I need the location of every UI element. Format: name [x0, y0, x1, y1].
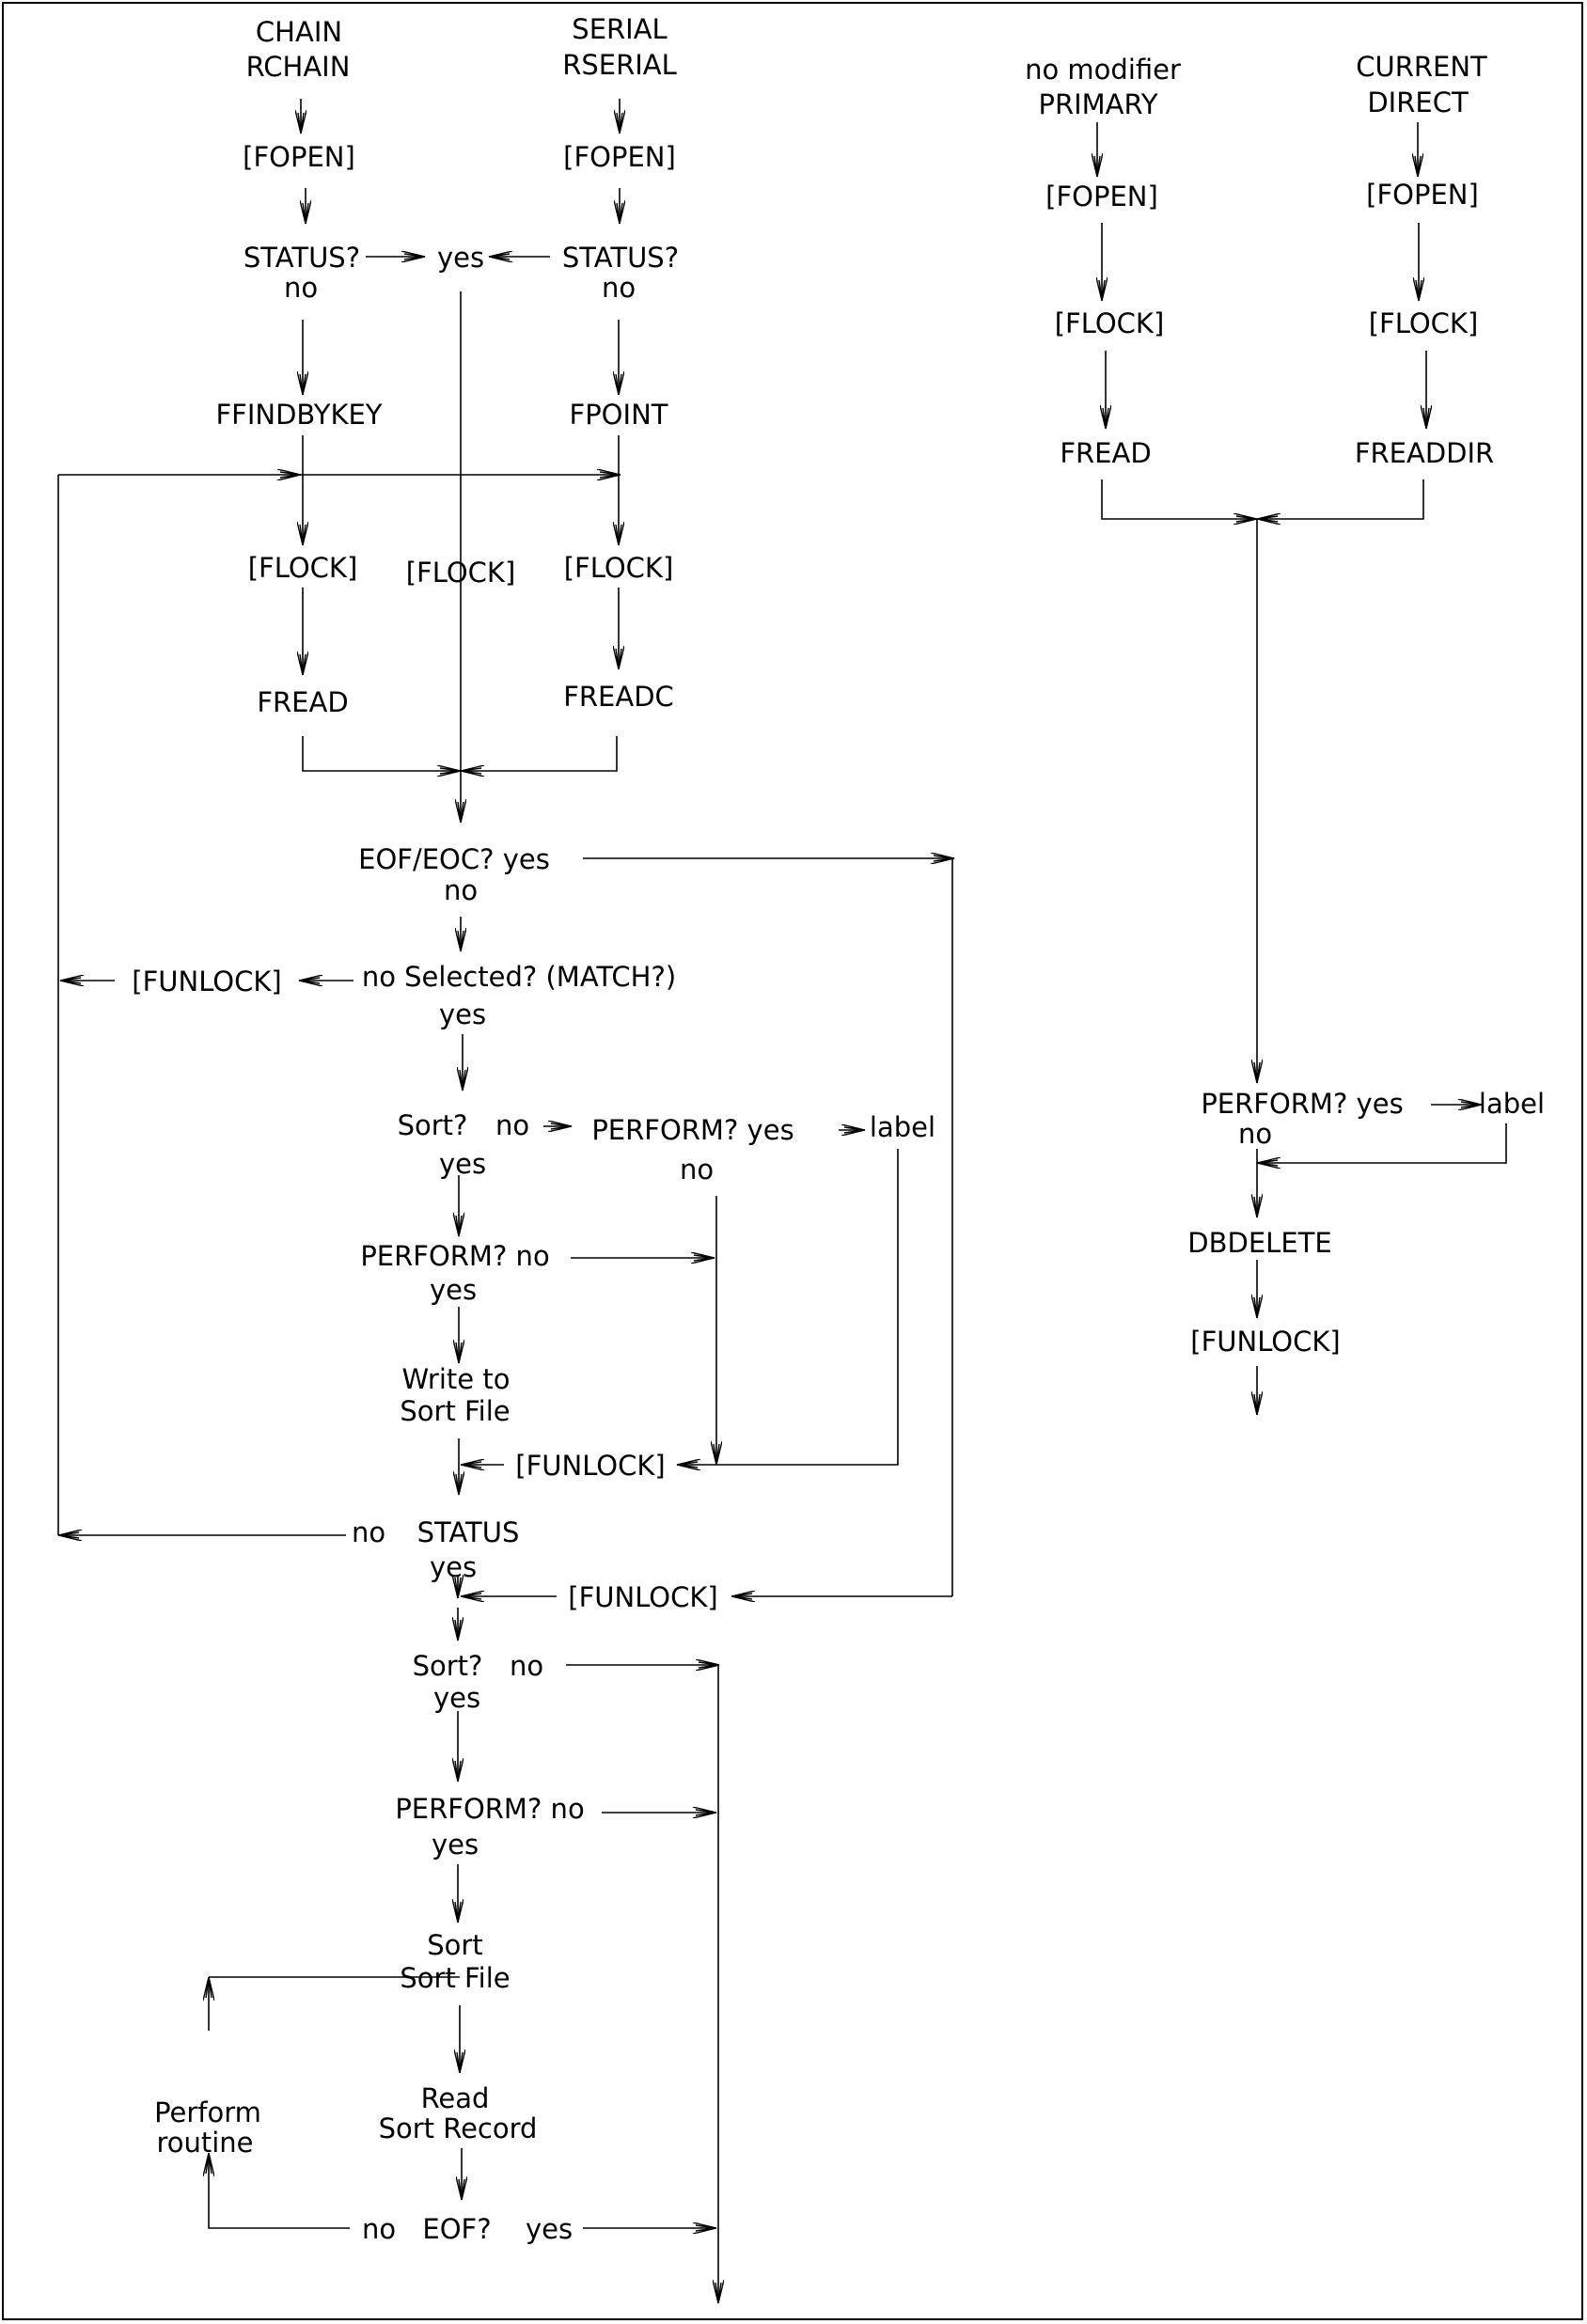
sort-decision-2: Sort? [412, 1650, 483, 1682]
selected-yes-label: yes [438, 998, 487, 1030]
sort-record-label: Sort Record [378, 2112, 538, 2144]
perform-right-no-label: no [1237, 1118, 1273, 1150]
status-serial-node: STATUS? [561, 242, 680, 274]
funlock-right-node: [FUNLOCK] [1190, 1326, 1341, 1358]
ffindbykey-node: FFINDBYKEY [215, 399, 383, 431]
sort-2-no-label: no [509, 1650, 544, 1682]
funlock-unselected-node: [FUNLOCK] [132, 966, 282, 997]
status-loop-yes-label: yes [429, 1551, 478, 1583]
eof-yes-label: yes [525, 2213, 574, 2245]
primary-label: PRIMARY [1038, 88, 1158, 120]
sort-2-yes-label: yes [432, 1682, 481, 1714]
no-modifier-label: no modifier [1025, 54, 1181, 86]
status-chain-node: STATUS? [243, 242, 361, 274]
fopen-chain-node: [FOPEN] [243, 141, 355, 173]
serial-label: SERIAL [572, 13, 668, 45]
connector [1257, 1123, 1507, 1163]
flock-direct-node: [FLOCK] [1368, 307, 1479, 339]
rchain-label: RCHAIN [245, 51, 351, 83]
flock-primary-node: [FLOCK] [1054, 307, 1165, 339]
status-serial-no-label: no [601, 272, 636, 304]
status-yes-label: yes [436, 242, 485, 274]
chain-label: CHAIN [255, 16, 343, 48]
flock-chain-node: [FLOCK] [247, 552, 358, 584]
sort-file-label: Sort File [400, 1962, 511, 1994]
sort-1-no-label: no [495, 1109, 530, 1141]
status-chain-no-label: no [283, 272, 319, 304]
label-node-2: label [1478, 1088, 1546, 1120]
perform-3-yes-label: yes [431, 1829, 479, 1861]
status-no-label: no [351, 1516, 386, 1548]
connector [461, 736, 618, 771]
dbdelete-node: DBDELETE [1187, 1227, 1332, 1259]
eof-eoc-decision: EOF/EOC? yes [358, 843, 550, 875]
eof-no-label: no [361, 2213, 397, 2245]
label-node-1: label [869, 1111, 936, 1143]
sort-decision-1: Sort? [397, 1109, 468, 1141]
connector [1257, 479, 1424, 519]
perform-1-no-label: no [679, 1154, 715, 1186]
eof-eoc-no-label: no [443, 874, 479, 906]
fread-primary-node: FREAD [1060, 437, 1152, 469]
perform-decision-right: PERFORM? yes [1201, 1088, 1404, 1120]
eof-decision: EOF? [422, 2213, 492, 2245]
perform-decision-2: PERFORM? no [360, 1240, 550, 1272]
flock-status-node: [FLOCK] [405, 557, 516, 589]
selected-decision: no Selected? (MATCH?) [361, 961, 677, 993]
connector [1101, 479, 1257, 519]
funlock-perform-node: [FUNLOCK] [515, 1450, 666, 1482]
direct-label: DIRECT [1367, 86, 1469, 118]
sort-1-yes-label: yes [438, 1148, 487, 1180]
perform-2-yes-label: yes [429, 1274, 478, 1306]
fpoint-node: FPOINT [569, 399, 668, 431]
perform-decision-1: PERFORM? yes [591, 1114, 794, 1146]
fopen-primary-node: [FOPEN] [1045, 181, 1158, 212]
fopen-direct-node: [FOPEN] [1366, 179, 1479, 211]
rserial-label: RSERIAL [562, 49, 677, 81]
current-label: CURRENT [1356, 51, 1487, 83]
flock-serial-node: [FLOCK] [563, 552, 674, 584]
perform-routine-node: Perform [154, 2096, 261, 2128]
routine-label: routine [156, 2127, 254, 2159]
fopen-serial-node: [FOPEN] [563, 141, 676, 173]
perform-decision-3: PERFORM? no [395, 1793, 585, 1825]
fread-chain-node: FREAD [257, 686, 349, 718]
freaddir-node: FREADDIR [1354, 437, 1495, 469]
write-to-node: Write to [401, 1363, 511, 1395]
freadc-node: FREADC [563, 681, 674, 713]
connector [302, 736, 461, 771]
connector [209, 2153, 350, 2229]
status-loop-decision: STATUS [416, 1516, 520, 1548]
read-node: Read [420, 2082, 490, 2114]
sort-file-write-label: Sort File [400, 1395, 511, 1427]
funlock-eof-node: [FUNLOCK] [568, 1581, 718, 1613]
connector [677, 1149, 899, 1465]
sort-command-node: Sort [427, 1929, 483, 1961]
